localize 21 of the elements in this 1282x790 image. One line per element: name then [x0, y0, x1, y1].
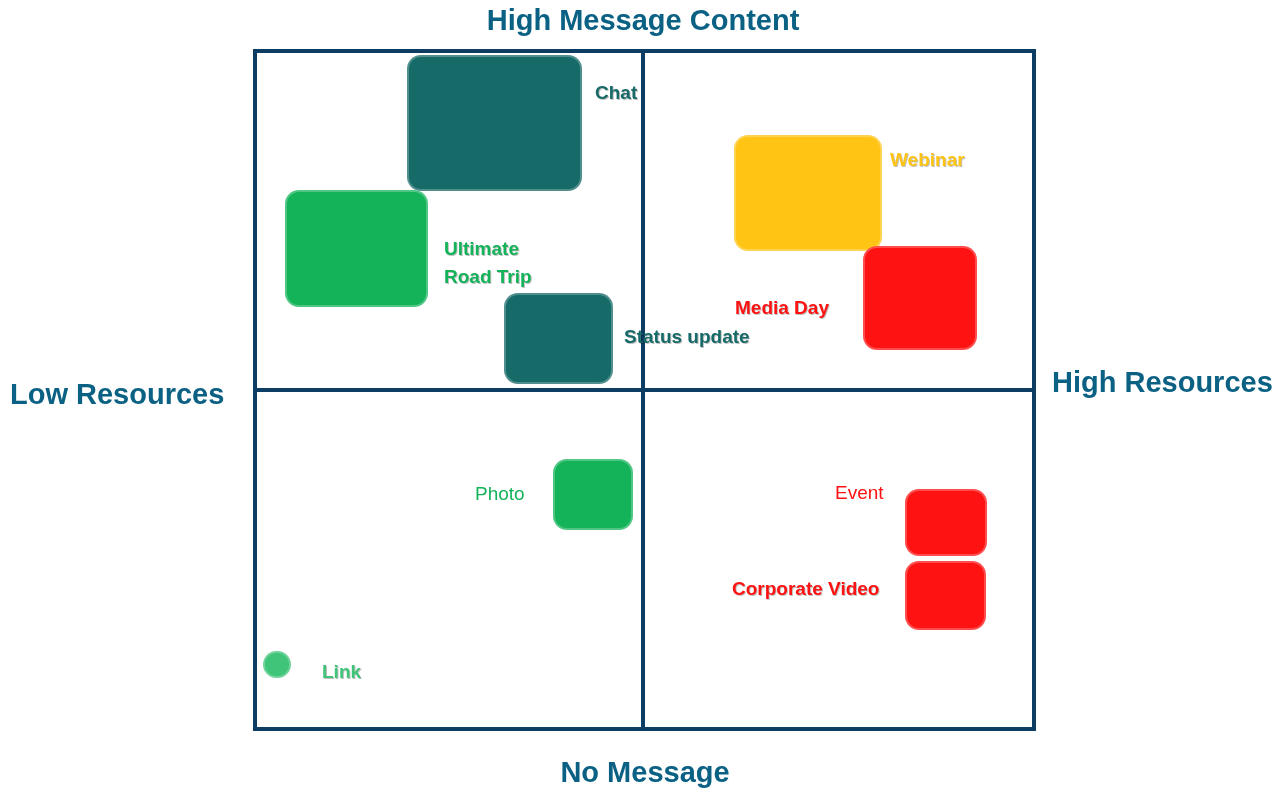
item-label: Chat [595, 81, 638, 105]
item-label: Link [322, 660, 362, 684]
axis-label: Low Resources [10, 378, 225, 411]
marker-box [504, 293, 613, 384]
marker-box [407, 55, 582, 191]
item-label: Webinar [890, 148, 965, 172]
marker-box [285, 190, 428, 307]
axis-label: No Message [560, 756, 730, 789]
item-label: Photo [475, 482, 525, 506]
item-label: Corporate Video [732, 577, 880, 601]
item-label: Event [835, 481, 884, 505]
marker-box [553, 459, 633, 530]
marker-box [905, 489, 987, 556]
axis-label: High Resources [1052, 366, 1273, 399]
marker-box [734, 135, 882, 251]
marker-box [863, 246, 977, 350]
marker-box [263, 651, 291, 678]
axis-label: High Message Content [486, 4, 800, 37]
item-label: Ultimate Road Trip [444, 237, 533, 289]
marker-box [905, 561, 986, 630]
item-label: Media Day [735, 296, 829, 320]
